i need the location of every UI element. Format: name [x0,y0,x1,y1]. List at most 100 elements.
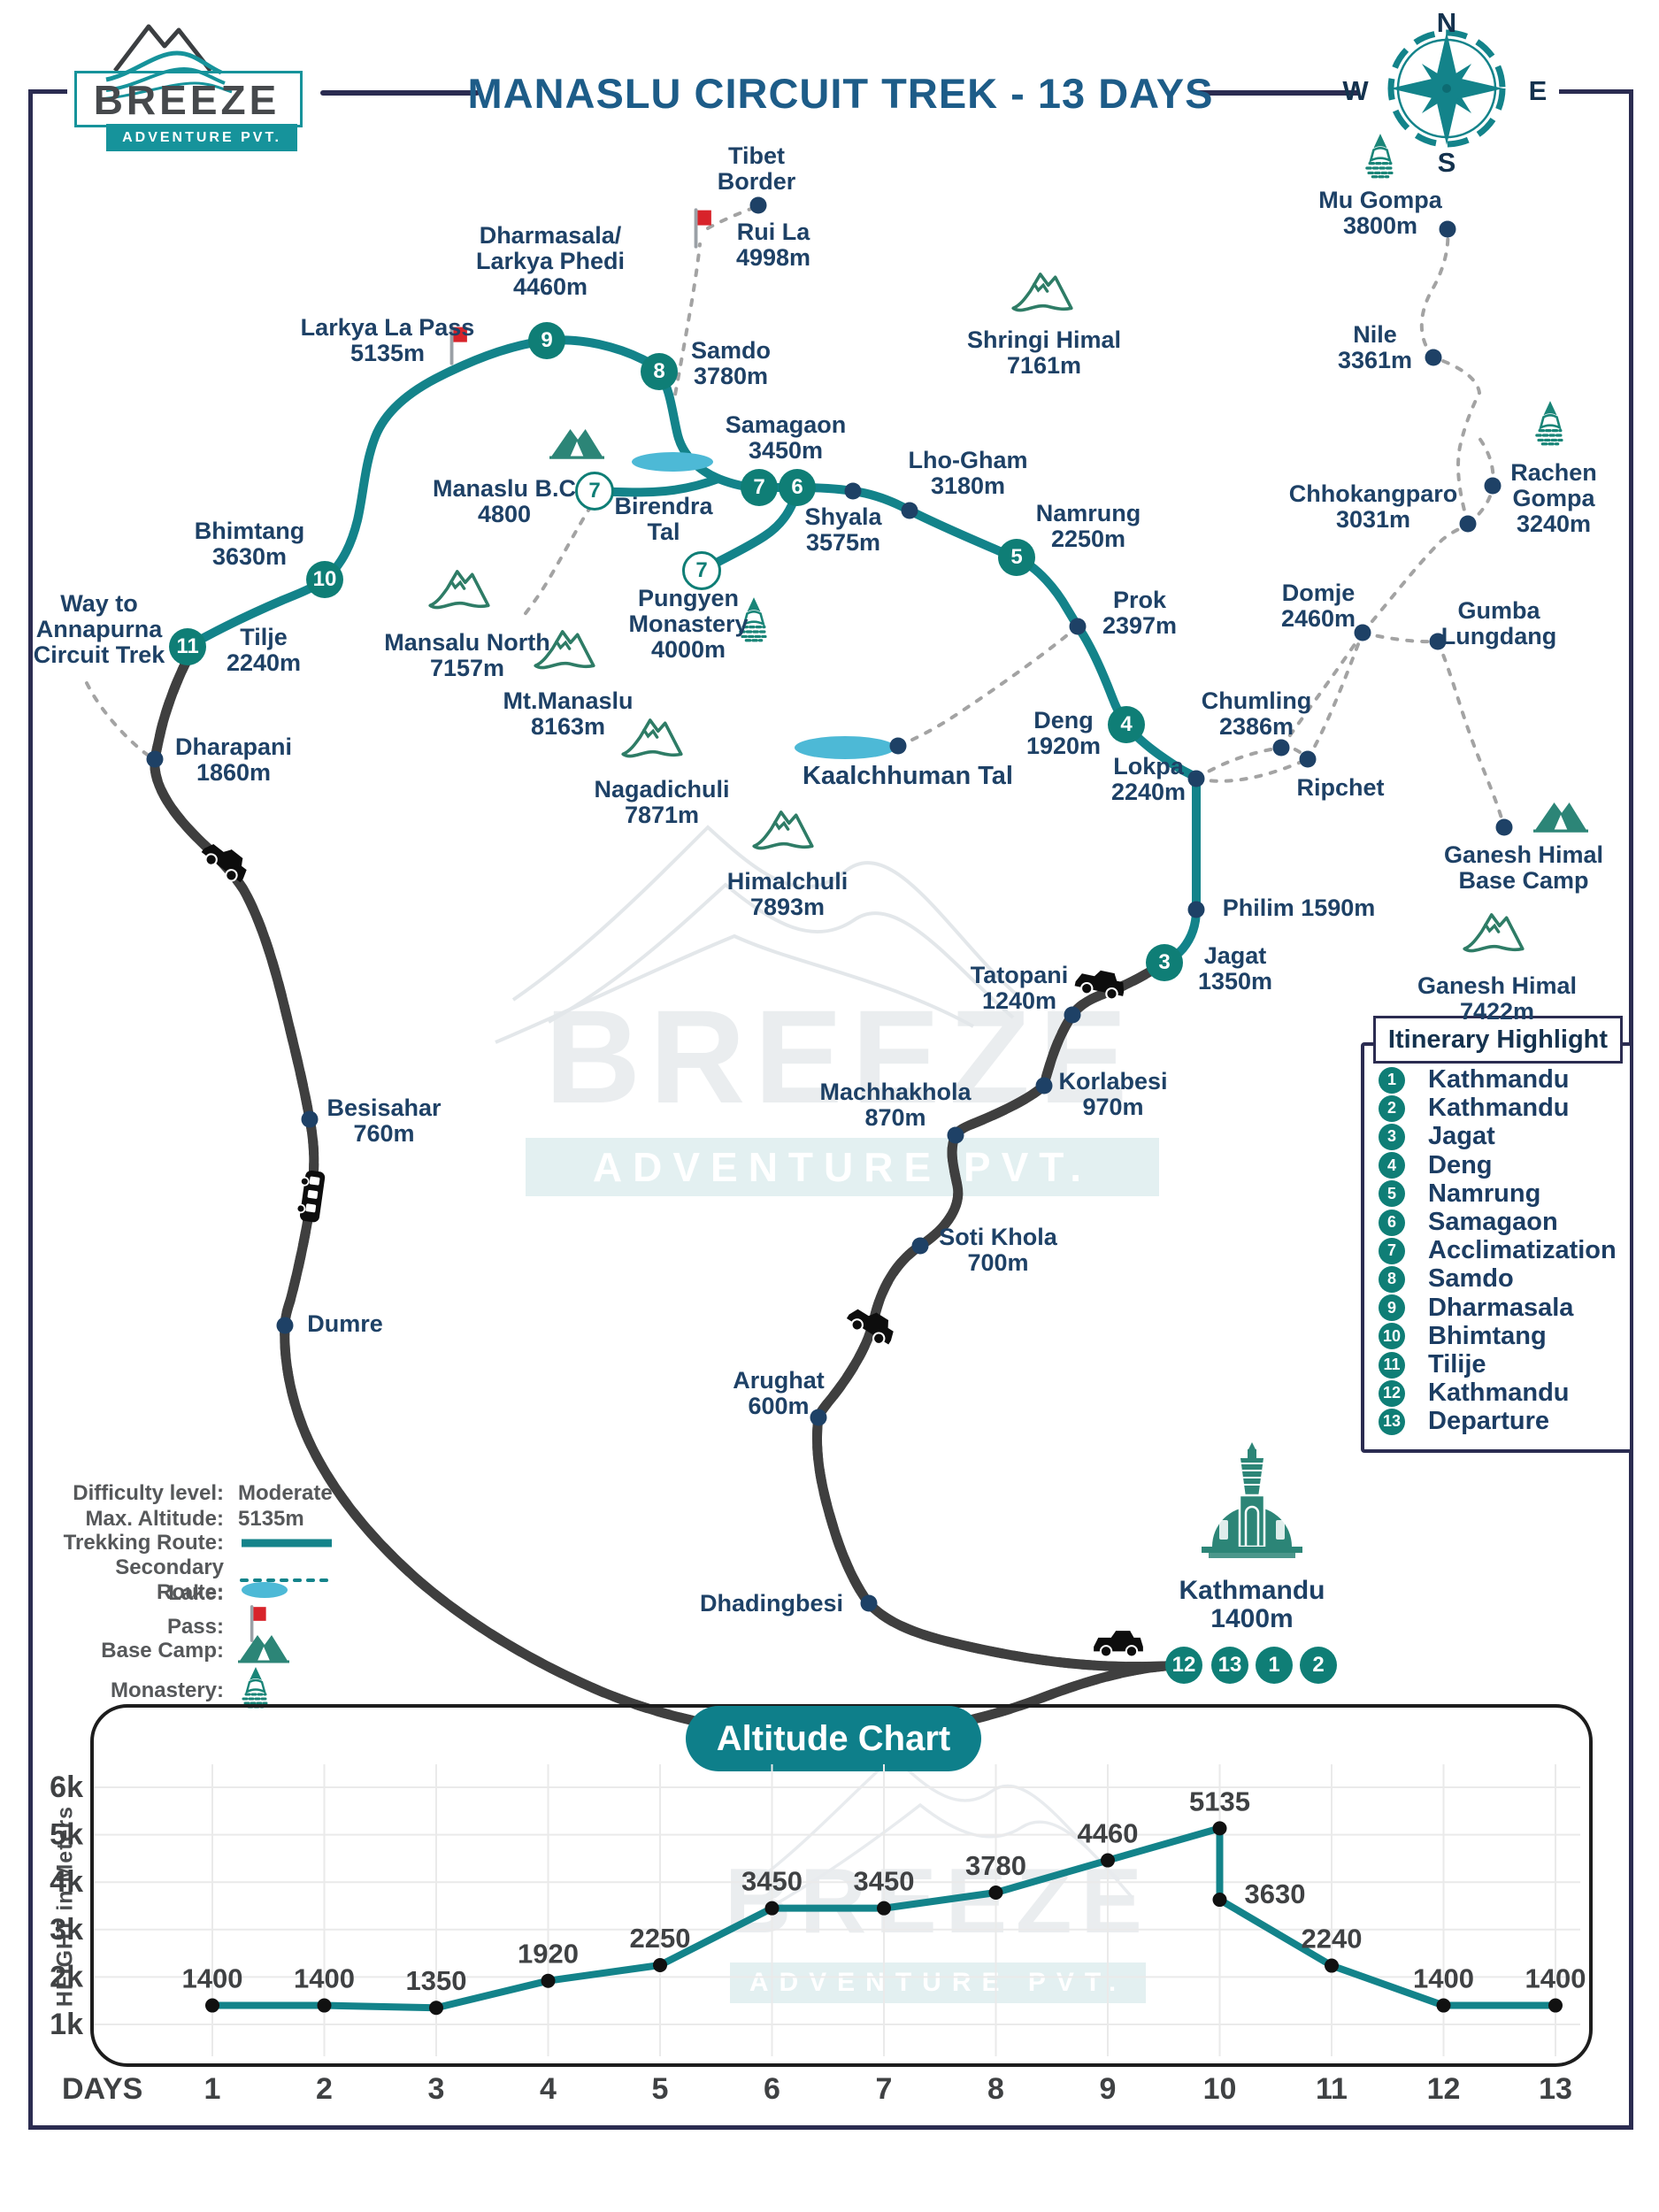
chart-point [1548,1998,1563,2013]
map-dot [1354,624,1371,641]
map-dot [1272,739,1290,757]
title-line-right [1196,90,1360,96]
itinerary-day-label: Departure [1428,1407,1549,1436]
chart-xlabel: DAYS [62,2072,142,2106]
frame-left-stub [28,89,67,94]
itinerary-day-label: Kathmandu [1428,1065,1570,1094]
map-dot [947,1126,964,1144]
chart-xtick: 11 [1316,2072,1348,2106]
chart-point [877,1901,891,1916]
route-stop-3: 3 [1146,944,1183,981]
label-kaalchhuman-tal: Kaalchhuman Tal [803,762,1013,790]
chart-point [1212,1821,1227,1836]
legend-label: Max. Altitude: [85,1507,224,1531]
chart-point [1212,1893,1227,1908]
chart-xtick: 1 [204,2072,221,2106]
legend-label: Difficulty level: [73,1481,224,1505]
chart-point-label: 1350 [406,1965,467,1996]
route-stop-8: 8 [641,353,678,390]
chart-xtick: 9 [1100,2072,1117,2106]
chart-point-label: 5135 [1189,1786,1250,1816]
legend-row-base-camp-: Base Camp: [51,1630,432,1671]
itinerary-day-label: Tilije [1428,1350,1486,1379]
logo-tagline: ADVENTURE PVT. LTD. [106,124,297,173]
chart-point [1436,1998,1451,2013]
secondary-route-sample [240,1578,334,1582]
itinerary-day-label: Samdo [1428,1264,1514,1294]
chart-point-label: 1400 [1413,1963,1474,1994]
legend-label: Monastery: [110,1678,224,1702]
itinerary-title: Itinerary Highlight [1373,1016,1623,1064]
map-dot [1484,477,1502,495]
map-dot [1459,515,1477,533]
itinerary-day-label: Jagat [1428,1122,1495,1151]
chart-xtick: 5 [652,2072,669,2106]
altitude-chart-title: Altitude Chart [686,1706,981,1771]
legend-row-trekking-route-: Trekking Route: [51,1531,432,1555]
legend-row-secondary-route-: Secondary Route: [51,1555,432,1605]
chart-point-label: 1400 [294,1963,355,1994]
map-dot [1069,618,1087,635]
route-stop-13: 13 [1211,1647,1248,1684]
map-dot [1425,349,1442,366]
chart-xtick: 3 [428,2072,445,2106]
route-stop-11: 11 [169,628,206,665]
map-dot [1495,818,1513,836]
map-dot [860,1594,878,1612]
legend-label: Secondary Route: [115,1555,224,1604]
lake-icon [795,736,895,759]
compass-icon [1387,29,1506,148]
map-dot [1439,220,1456,238]
compass-s-label: S [1437,147,1456,178]
chart-xtick: 6 [764,2072,780,2106]
chart-line [209,1824,1559,2012]
legend-row-max-altitude-: Max. Altitude:5135m [51,1507,432,1532]
itinerary-day-badge: 12 [1379,1379,1405,1407]
chart-xtick: 7 [876,2072,893,2106]
chart-point-label: 4460 [1078,1818,1139,1849]
chart-point [541,1973,556,1988]
itinerary-day-badge: 7 [1379,1237,1405,1264]
watermark-tagline-map: ADVENTURE PVT. LTD. [526,1138,1159,1248]
legend-row-pass-: Pass: [51,1603,432,1650]
logo-brand-text: BREEZE [93,77,280,123]
itinerary-day-badge: 10 [1379,1323,1405,1350]
chart-point-label: 3780 [965,1850,1026,1881]
chart-xtick: 2 [316,2072,333,2106]
legend-row-monastery-: Monastery: [51,1665,432,1716]
itinerary-day-badge: 6 [1379,1209,1405,1236]
chart-ytick: 6k [50,1770,83,1804]
itinerary-day-label: Deng [1428,1150,1493,1179]
chart-point [1101,1853,1115,1868]
chart-point-label: 1920 [518,1939,579,1970]
lake-icon [632,452,713,472]
route-stop-7: 7 [741,469,778,506]
route-stop-12: 12 [1165,1647,1202,1684]
chart-point [429,2001,443,2016]
map-dot [889,737,907,755]
trekking-route-sample [242,1539,332,1548]
